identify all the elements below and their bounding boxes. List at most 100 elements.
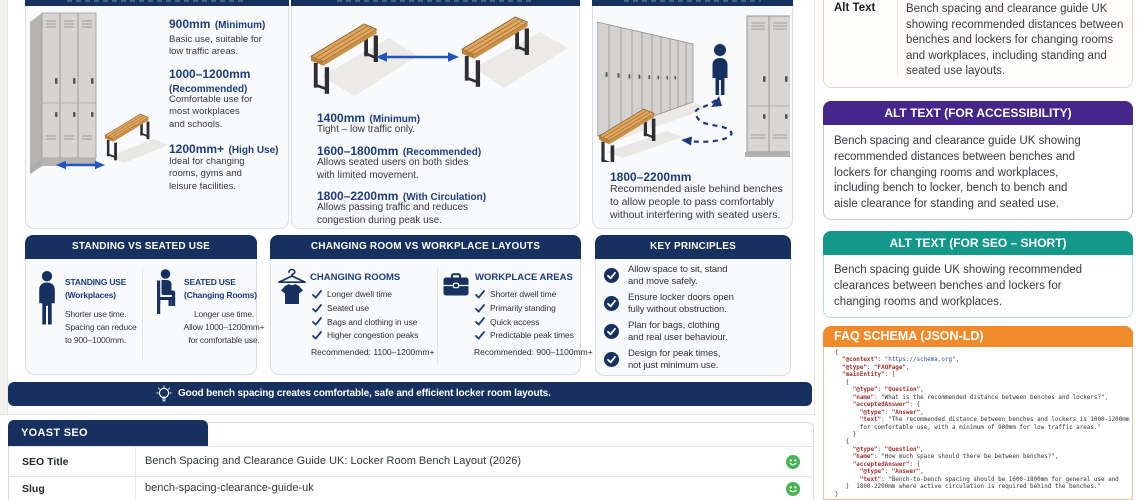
changing-rooms-title: CHANGING ROOMS xyxy=(310,272,401,283)
measure-3-value: 1200mm+ xyxy=(169,142,225,156)
measure-1-value: 900mm xyxy=(169,17,211,31)
measure-2-value: 1000–1200mm xyxy=(169,67,251,81)
person-icon xyxy=(712,44,728,95)
measure-2: 1000–1200mm (Recommended) xyxy=(169,67,279,96)
check-circle-icon xyxy=(604,268,619,283)
seo-score-good-icon xyxy=(786,482,800,496)
lightbulb-icon xyxy=(156,385,172,402)
standing-use-subtitle: (Workplaces) xyxy=(65,290,116,300)
yoast-slug-value[interactable]: bench-spacing-clearance-guide-uk xyxy=(145,482,314,494)
standing-use-title-text: STANDING USE xyxy=(65,277,127,287)
faq-schema-body: { "@context": "https://schema.org", "@ty… xyxy=(823,347,1133,500)
card-bench-to-locker-body: 900mm (Minimum) Basic use, suitable for … xyxy=(25,6,289,229)
measure-2-desc: Comfortable use for most workplaces and … xyxy=(169,94,253,130)
check-circle-icon xyxy=(604,323,619,339)
card-key-principles-title: KEY PRINCIPLES xyxy=(595,235,791,259)
checklist-item: Seated use xyxy=(312,303,369,313)
faq-schema-title: FAQ SCHEMA (JSON-LD) xyxy=(823,326,1133,347)
measure-3-qualifier: (With Circulation) xyxy=(402,192,487,203)
infographic-footer: Good bench spacing creates comfortable, … xyxy=(8,382,812,406)
measure-3-desc: Allows passing traffic and reduces conge… xyxy=(317,202,469,226)
footer-text: Good bench spacing creates comfortable, … xyxy=(178,388,551,399)
alt-accessibility-title: ALT TEXT (FOR ACCESSIBILITY) xyxy=(823,101,1133,125)
alt-seo-text: Bench spacing guide UK showing recommend… xyxy=(834,264,1083,308)
check-icon xyxy=(475,303,485,312)
card-aisle-clearance-header xyxy=(592,0,793,6)
card-standing-vs-seated-title: STANDING VS SEATED USE xyxy=(25,235,257,259)
measure-2-qualifier: (Recommended) xyxy=(169,84,248,95)
yoast-seo-title-value[interactable]: Bench Spacing and Clearance Guide UK: Lo… xyxy=(145,455,522,467)
checklist-item-text: Longer dwell time xyxy=(327,289,392,299)
card-aisle-clearance: 1800–2200mm Recommended aisle behind ben… xyxy=(592,0,793,229)
yoast-slug-label: Slug xyxy=(22,483,45,495)
infographic-bottom-divider xyxy=(0,414,815,415)
yoast-column-divider xyxy=(135,446,136,500)
card-aisle-clearance-body: 1800–2200mm Recommended aisle behind ben… xyxy=(592,6,793,229)
checklist-item-text: Predictable peak times xyxy=(490,330,574,340)
checklist-item: Primarily standing xyxy=(475,303,556,313)
card-standing-vs-seated: STANDING VS SEATED USE STANDING USE (Wor… xyxy=(25,235,265,375)
card-standing-vs-seated-body: STANDING USE (Workplaces) Shorter use ti… xyxy=(25,259,265,375)
card-key-principles: KEY PRINCIPLES Allow space to sit, stand… xyxy=(595,235,791,376)
yoast-seo-title-label: SEO Title xyxy=(22,456,69,468)
alt-text-label: Alt Text xyxy=(834,2,876,14)
seo-score-good-icon xyxy=(786,455,800,469)
measure-1-value: 1400mm xyxy=(317,111,366,125)
principle-item-text: Plan for bags, clothing and real user be… xyxy=(628,319,728,343)
checklist-item: Bags and clothing in use xyxy=(312,317,417,327)
changing-rooms-recommended: Recommended: 1100–1200mm+ xyxy=(311,347,435,357)
yoast-seo-tab[interactable]: YOAST SEO xyxy=(8,420,208,446)
measure-1-qualifier: (Minimum) xyxy=(214,20,266,31)
column-divider xyxy=(437,268,438,364)
check-icon xyxy=(312,330,322,339)
check-icon xyxy=(475,317,485,326)
aisle-illustration xyxy=(597,15,790,162)
card-bench-to-locker-header xyxy=(25,0,289,6)
standing-use-desc: Shorter use time. Spacing can reduce to … xyxy=(65,309,137,345)
check-circle-icon xyxy=(604,351,619,367)
measure-1-desc: Recommended aisle behind benches to allo… xyxy=(610,183,783,222)
page-left-margin xyxy=(0,0,8,414)
seated-use-desc: Longer use time. Allow 1000–1200mm+ for … xyxy=(183,309,265,345)
measure-1: 1800–2200mm xyxy=(610,168,691,186)
card-room-layouts: CHANGING ROOM VS WORKPLACE LAYOUTS CHANG… xyxy=(270,235,593,375)
briefcase-icon xyxy=(443,273,469,296)
measure-2: 1600–1800mm (Recommended) xyxy=(317,142,481,160)
clothing-icon xyxy=(278,268,306,304)
card-key-principles-body: Allow space to sit, stand and move safel… xyxy=(595,259,791,376)
measure-1-desc: Tight – low traffic only. xyxy=(317,124,416,135)
card-bench-to-bench-body: 1400mm (Minimum) Tight – low traffic onl… xyxy=(291,6,580,229)
measure-1-desc: Basic use, suitable for low traffic area… xyxy=(169,34,262,58)
alt-text-table: Alt Text Bench spacing and clearance gui… xyxy=(823,0,1133,88)
column-divider xyxy=(142,269,143,361)
checklist-item-text: Shorter dwell time xyxy=(490,289,557,299)
measure-2-value: 1600–1800mm xyxy=(317,144,399,158)
principle-item: Design for peak times, not just minimum … xyxy=(604,348,778,372)
alt-text-value: Bench spacing and clearance guide UK sho… xyxy=(906,3,1124,77)
seated-use-subtitle: (Changing Rooms) xyxy=(184,290,257,300)
standing-use-title: STANDING USE (Workplaces) xyxy=(65,276,126,302)
checklist-item-text: Higher congestion peaks xyxy=(327,330,419,340)
alt-seo-card: ALT TEXT (FOR SEO – SHORT) Bench spacing… xyxy=(823,231,1133,318)
workplace-areas-title: WORKPLACE AREAS xyxy=(475,272,573,283)
check-icon xyxy=(475,289,485,298)
yoast-row-separator xyxy=(9,476,813,477)
alt-seo-body: Bench spacing guide UK showing recommend… xyxy=(823,255,1133,318)
alt-accessibility-card: ALT TEXT (FOR ACCESSIBILITY) Bench spaci… xyxy=(823,101,1133,220)
checklist-item-text: Seated use xyxy=(327,303,370,313)
alt-accessibility-text: Bench spacing and clearance guide UK sho… xyxy=(834,135,1081,211)
workplace-areas-recommended: Recommended: 900–1100mm+ xyxy=(474,347,593,357)
card-room-layouts-body: CHANGING ROOMS Longer dwell time Seated … xyxy=(270,259,593,375)
checklist-item-text: Primarily standing xyxy=(490,303,556,313)
standing-person-icon xyxy=(39,271,55,325)
measure-3-value: 1800–2200mm xyxy=(317,189,399,203)
principle-item-text: Ensure locker doors open fully without o… xyxy=(628,291,734,315)
check-icon xyxy=(475,330,485,339)
measure-3-qualifier: (High Use) xyxy=(228,145,279,156)
check-circle-icon xyxy=(604,295,619,311)
alt-table-divider xyxy=(897,0,898,76)
measure-3: 1200mm+ (High Use) xyxy=(169,140,279,158)
checklist-item-text: Bags and clothing in use xyxy=(327,316,418,327)
checklist-item: Higher congestion peaks xyxy=(312,330,418,340)
alt-accessibility-body: Bench spacing and clearance guide UK sho… xyxy=(823,125,1133,220)
